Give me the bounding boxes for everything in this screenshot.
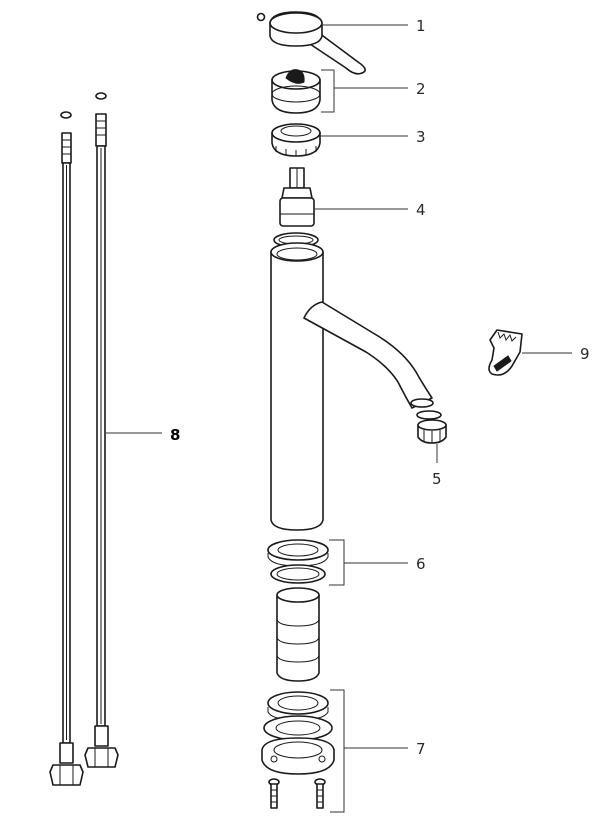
hose-washer-right bbox=[95, 92, 107, 100]
callout-7: 7 bbox=[416, 740, 426, 758]
bracket-6 bbox=[329, 539, 345, 586]
bracket-7 bbox=[330, 689, 345, 813]
screw-right bbox=[314, 778, 326, 809]
aerator bbox=[416, 410, 447, 463]
callout-8: 8 bbox=[170, 426, 180, 444]
set-screw bbox=[256, 12, 266, 22]
mounting-sleeve bbox=[276, 587, 320, 682]
base-hole-left bbox=[270, 755, 278, 763]
base-mounting-set bbox=[261, 689, 408, 813]
cartridge bbox=[279, 167, 408, 227]
retaining-nut bbox=[271, 123, 408, 157]
cartridge-cover bbox=[271, 69, 408, 114]
base-hole-right bbox=[318, 755, 326, 763]
lever-handle bbox=[256, 11, 408, 75]
callout-4: 4 bbox=[416, 201, 426, 219]
hose-right bbox=[84, 113, 119, 768]
hose-washer-left bbox=[60, 111, 72, 119]
aerator-key bbox=[488, 329, 572, 376]
callout-5: 5 bbox=[432, 470, 442, 488]
supply-hoses bbox=[49, 92, 162, 786]
bracket-2 bbox=[321, 69, 335, 113]
screw-left bbox=[268, 778, 280, 809]
washer-set bbox=[267, 539, 408, 586]
callout-6: 6 bbox=[416, 555, 426, 573]
callout-9: 9 bbox=[580, 345, 590, 363]
faucet-body bbox=[270, 232, 434, 531]
callout-3: 3 bbox=[416, 128, 426, 146]
hose-left bbox=[49, 132, 84, 786]
callout-1: 1 bbox=[416, 17, 426, 35]
callout-2: 2 bbox=[416, 80, 426, 98]
